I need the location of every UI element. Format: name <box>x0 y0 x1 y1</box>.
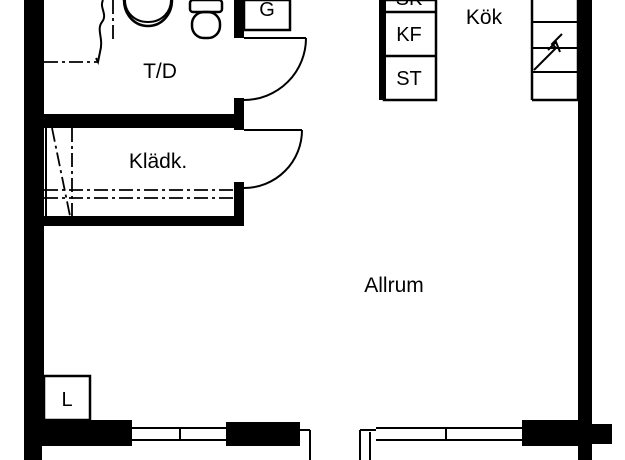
window-left <box>132 427 226 441</box>
kitchen-appliance-column <box>379 0 438 102</box>
closet-walls <box>44 182 244 226</box>
room-label-kok: Kök <box>466 6 503 29</box>
shower-curtain <box>44 0 114 66</box>
window-right <box>369 427 522 460</box>
room-label-td: T/D <box>143 60 177 83</box>
room-label-kladk: Klädk. <box>129 150 187 173</box>
washbasin-icon <box>122 0 174 28</box>
svg-text:KF: KF <box>396 24 422 46</box>
svg-text:L: L <box>61 389 72 411</box>
room-label-allrum: Allrum <box>364 274 424 297</box>
closet-door <box>243 129 303 189</box>
balcony-door <box>300 429 376 460</box>
box-sk: SK <box>396 0 423 10</box>
toilet-icon <box>188 0 224 40</box>
box-kf: KF <box>396 24 422 46</box>
svg-text:ST: ST <box>396 68 422 90</box>
stairs-icon <box>530 0 580 102</box>
svg-text:SK: SK <box>396 0 423 10</box>
svg-text:G: G <box>259 0 275 21</box>
box-g: G <box>242 0 292 32</box>
bathroom-door <box>243 37 307 101</box>
closet-shelves <box>44 127 236 217</box>
box-l: L <box>42 374 92 422</box>
bathroom-walls <box>44 0 244 130</box>
outer-walls <box>24 0 612 460</box>
box-st: ST <box>396 68 422 90</box>
